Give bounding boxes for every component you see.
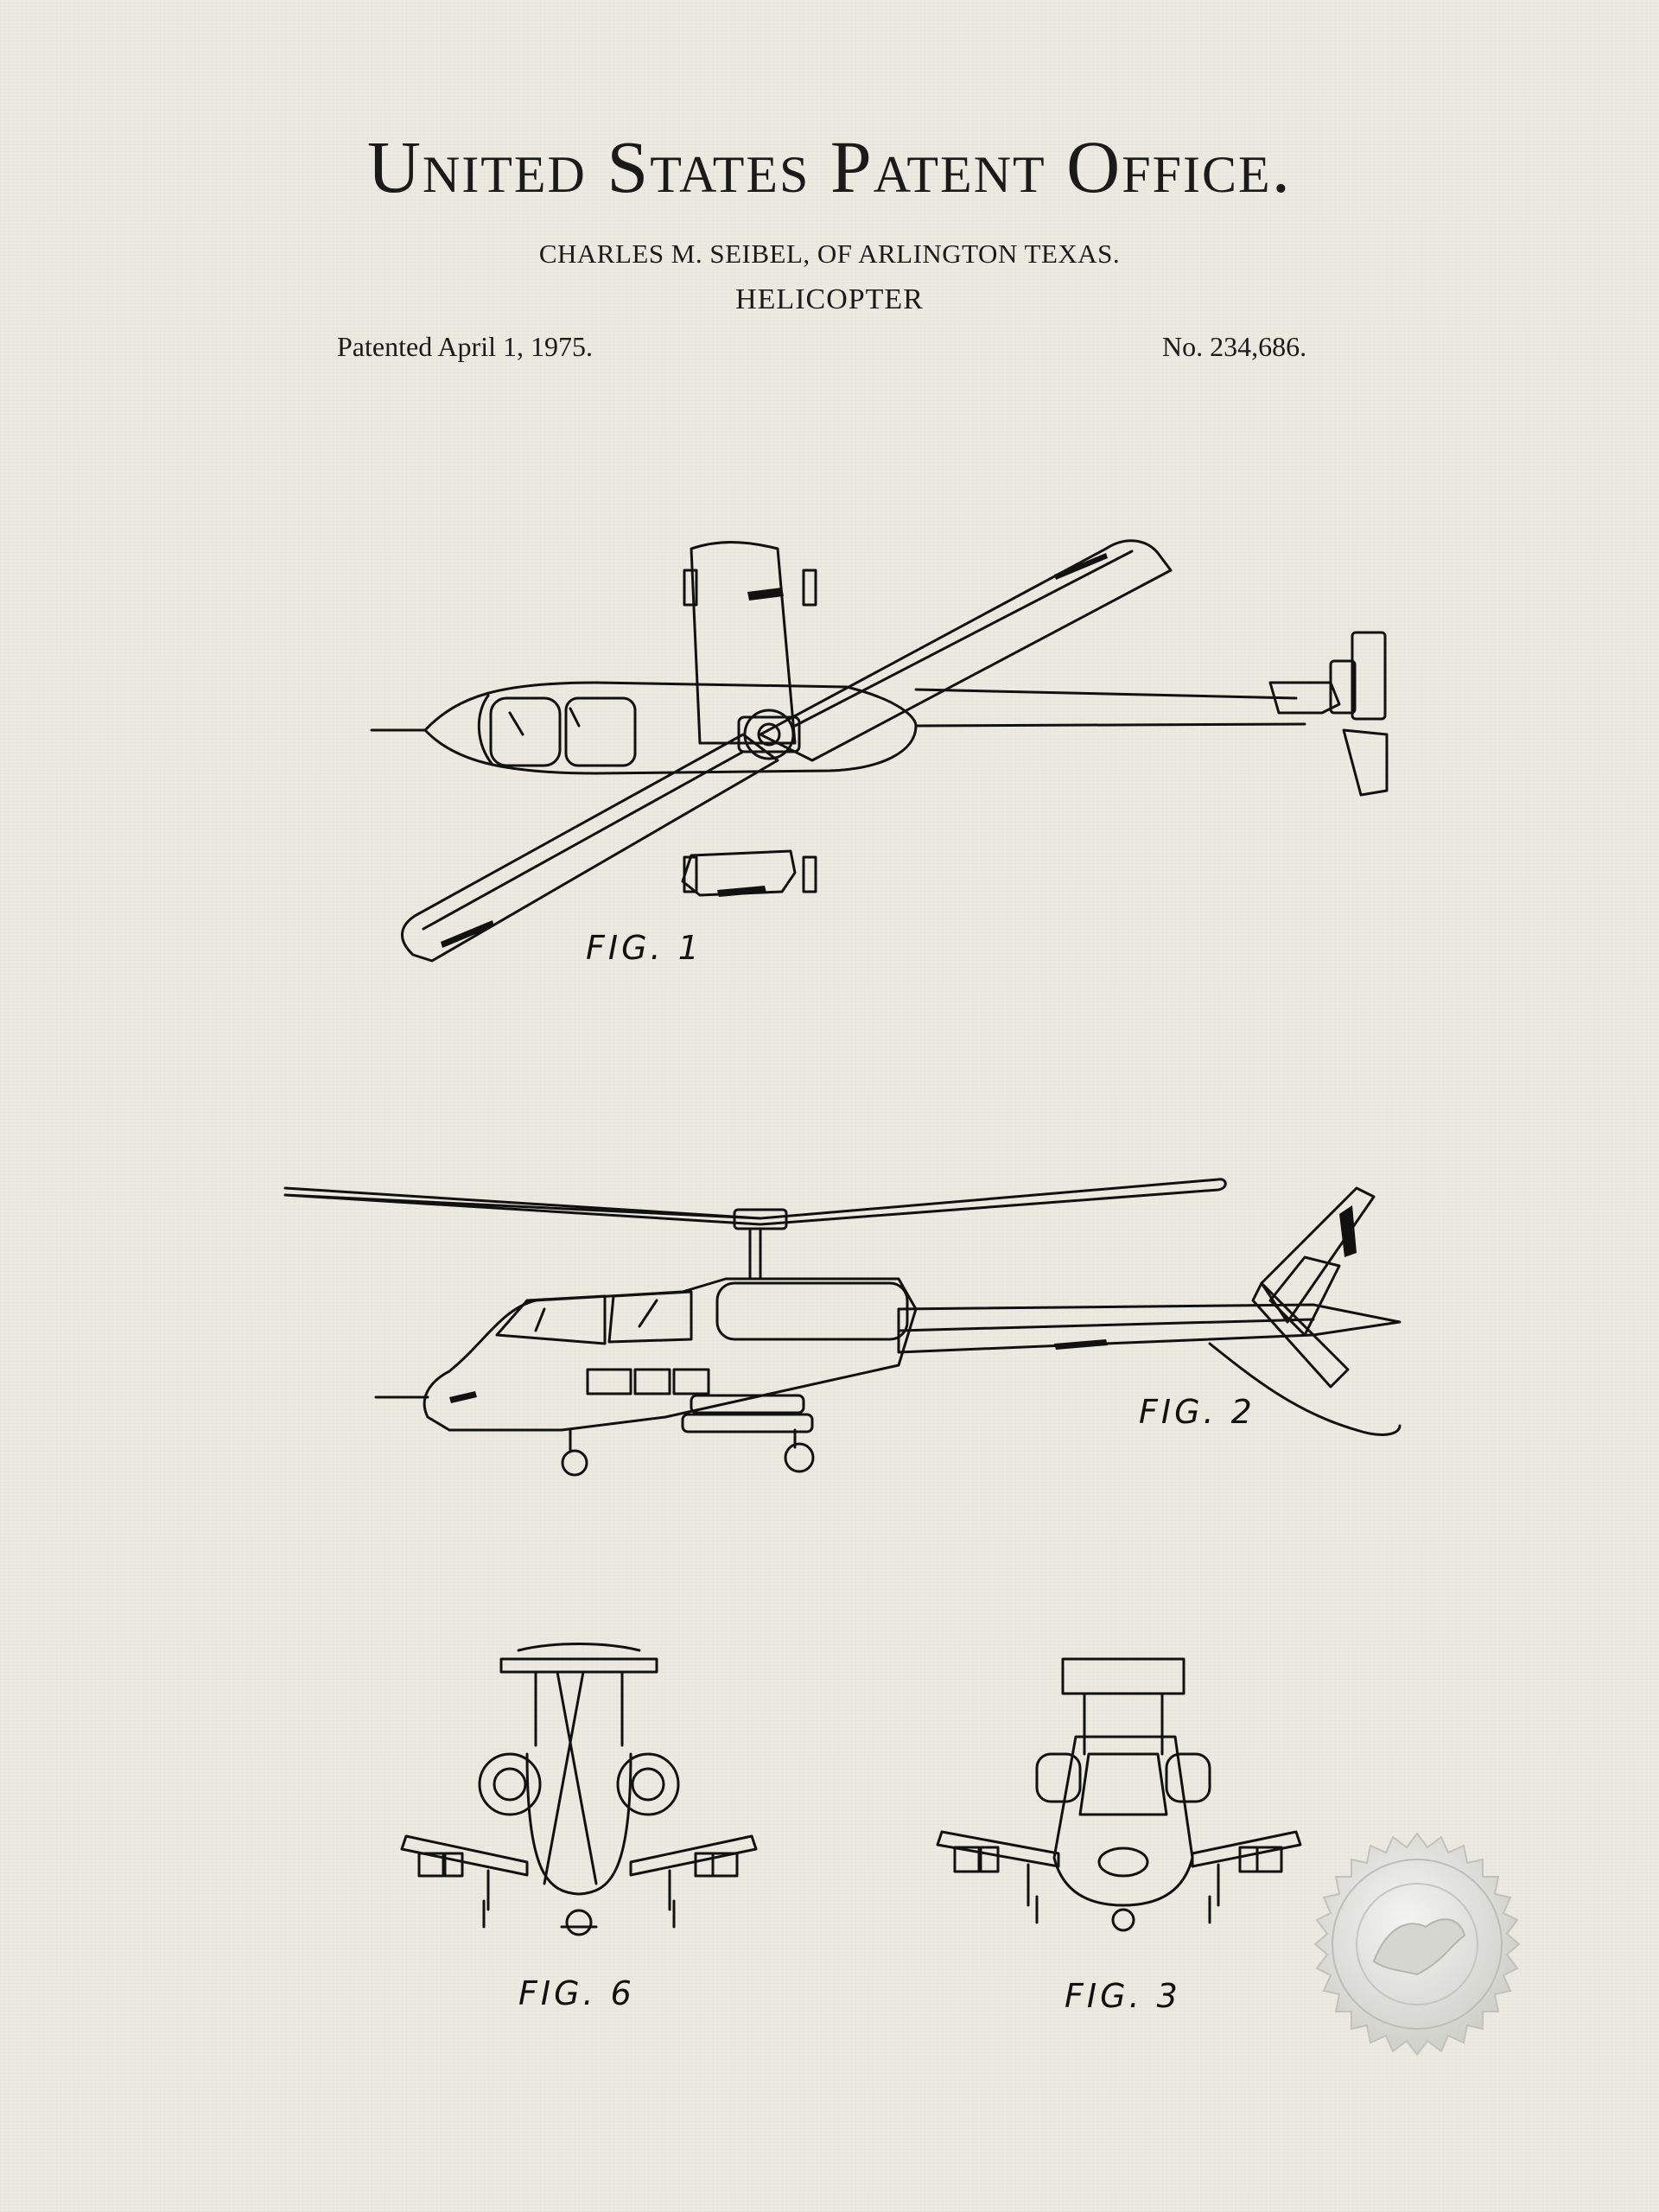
patent-number: No. 234,686. — [1162, 331, 1307, 362]
fig3-label: FIG. 3 — [1065, 1977, 1181, 2015]
patent-date: Patented April 1, 1975. — [337, 331, 593, 362]
inventor-line: CHARLES M. SEIBEL, OF ARLINGTON TEXAS. — [538, 238, 1121, 269]
fig3-front-view-drawing — [936, 1657, 1302, 1932]
fig1-label: FIG. 1 — [586, 929, 702, 967]
fig1-top-view-drawing — [370, 539, 1389, 963]
invention-title: HELICOPTER — [735, 283, 924, 315]
fig6-rear-view-drawing — [400, 1643, 758, 1936]
page-title: United States Patent Office. — [366, 125, 1293, 208]
fig6-label: FIG. 6 — [518, 1974, 635, 2012]
fig2-side-view-drawing — [283, 1178, 1402, 1477]
patent-office-seal — [1313, 1832, 1521, 2056]
fig2-label: FIG. 2 — [1139, 1393, 1255, 1431]
